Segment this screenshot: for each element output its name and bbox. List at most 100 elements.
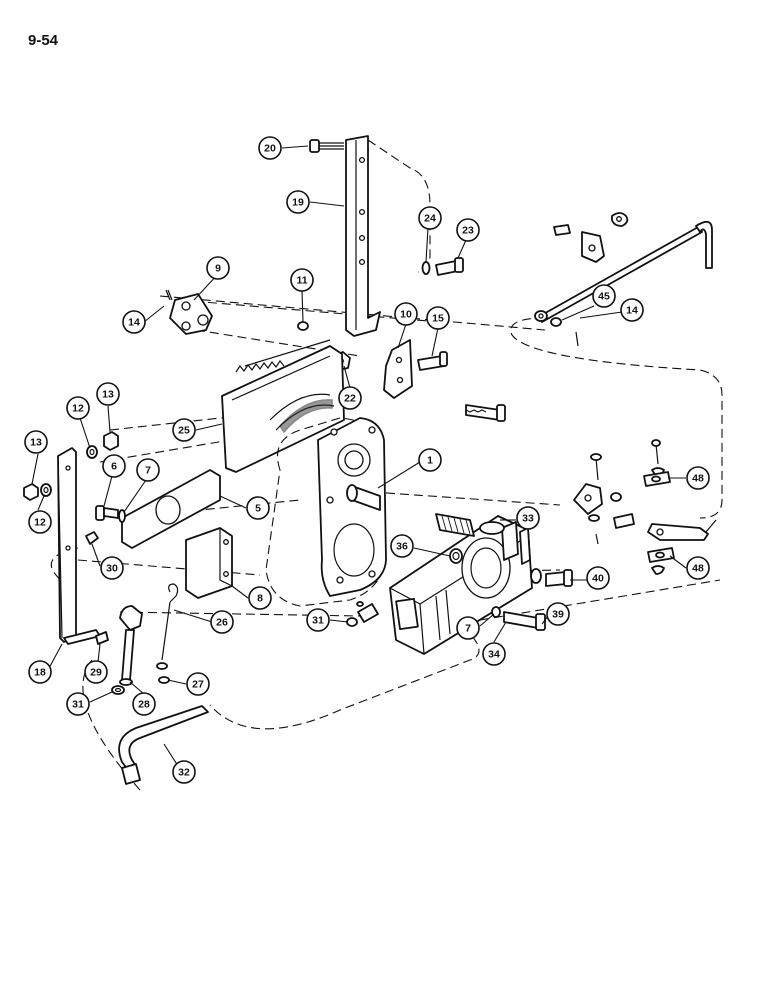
part-24-washer (421, 261, 431, 275)
right-rod-assembly (534, 212, 713, 347)
callout-c40: 40 (586, 566, 610, 590)
part-33-gear-housing (389, 513, 533, 655)
callout-circle (102, 454, 126, 478)
callout-c27: 27 (186, 672, 210, 696)
callout-number: 5 (255, 503, 261, 515)
callout-number: 45 (598, 291, 610, 303)
callout-circle (482, 642, 506, 666)
lever-arm (647, 519, 717, 541)
callout-number: 9 (215, 263, 221, 275)
callout-number: 39 (552, 609, 564, 621)
callout-c22: 22 (338, 386, 362, 410)
callout-c18: 18 (28, 660, 52, 684)
callout-c26: 26 (210, 610, 234, 634)
callout-circle (390, 534, 414, 558)
part-48-clip-lower (647, 547, 675, 575)
callout-c28: 28 (132, 692, 156, 716)
callout-c39: 39 (546, 602, 570, 626)
callout-circle (338, 386, 362, 410)
part-30-nut (85, 531, 99, 545)
callout-circle (132, 692, 156, 716)
callout-c10: 10 (394, 302, 418, 326)
callout-c15: 15 (426, 306, 450, 330)
callout-number: 7 (145, 465, 151, 477)
callout-c13a: 13 (96, 382, 120, 406)
callout-c20: 20 (258, 136, 282, 160)
callout-c12a: 12 (66, 396, 90, 420)
callout-number: 12 (72, 403, 84, 415)
part-31-washer-lower (111, 685, 125, 695)
callout-number: 22 (344, 393, 356, 405)
callout-number: 13 (30, 437, 42, 449)
callout-number: 14 (626, 305, 638, 317)
callout-c9: 9 (206, 256, 230, 280)
part-12-washer-left (40, 483, 52, 497)
callout-circle (394, 302, 418, 326)
callout-circle (136, 458, 160, 482)
part-26-dipstick (161, 583, 179, 661)
callout-c36: 36 (390, 534, 414, 558)
part-19-bracket (345, 135, 381, 337)
part-20-bolt (309, 139, 344, 153)
callout-c45: 45 (592, 284, 616, 308)
part-12-washer-upper (86, 445, 98, 459)
part-28-filler-tube (119, 605, 143, 686)
part-8-bracket (185, 527, 233, 599)
callout-c14a: 14 (122, 310, 146, 334)
part-13-nut-upper (103, 431, 119, 451)
callout-number: 24 (424, 213, 436, 225)
callout-circle (186, 672, 210, 696)
callout-number: 12 (34, 517, 46, 529)
callout-circle (286, 190, 310, 214)
part-11-rod (235, 321, 331, 373)
callout-number: 10 (400, 309, 412, 321)
callout-c33: 33 (516, 506, 540, 530)
callout-circle (586, 566, 610, 590)
page-reference: 9-54 (28, 32, 59, 49)
callout-circle (686, 556, 710, 580)
callout-c7a: 7 (136, 458, 160, 482)
callout-circle (210, 610, 234, 634)
callout-number: 26 (216, 617, 228, 629)
part-13-nut-left (23, 483, 39, 501)
callout-circle (418, 448, 442, 472)
leader-lines (31, 145, 687, 767)
callout-c12b: 12 (28, 510, 52, 534)
callout-c23: 23 (456, 218, 480, 242)
callout-circle (686, 466, 710, 490)
callout-circle (172, 760, 196, 784)
callout-number: 48 (692, 563, 704, 575)
callout-circle (418, 206, 442, 230)
callout-number: 31 (312, 615, 324, 627)
callout-circle (426, 306, 450, 330)
part-31-fitting (346, 601, 379, 627)
callout-circle (456, 218, 480, 242)
callout-c11: 11 (290, 268, 314, 292)
callout-c7b: 7 (456, 616, 480, 640)
callout-c48b: 48 (686, 556, 710, 580)
part-25-cover-plate (221, 345, 345, 473)
callout-number: 31 (72, 699, 84, 711)
callout-c48a: 48 (686, 466, 710, 490)
callout-number: 20 (264, 143, 276, 155)
callout-number: 40 (592, 573, 604, 585)
callout-c34: 34 (482, 642, 506, 666)
callout-c8: 8 (248, 586, 272, 610)
callout-number: 15 (432, 313, 444, 325)
callout-c32: 32 (172, 760, 196, 784)
part-27-washer (156, 662, 170, 684)
callout-c13b: 13 (24, 430, 48, 454)
part-6-bolt (95, 505, 119, 521)
callout-number: 25 (178, 425, 190, 437)
callout-circle (206, 256, 230, 280)
callout-number: 13 (102, 389, 114, 401)
part-29-screw (95, 631, 109, 645)
part-15-bolt (417, 351, 448, 371)
callout-circle (258, 136, 282, 160)
callout-circle (546, 602, 570, 626)
part-18-bar (57, 447, 101, 645)
callout-circle (306, 608, 330, 632)
callout-number: 36 (396, 541, 408, 553)
